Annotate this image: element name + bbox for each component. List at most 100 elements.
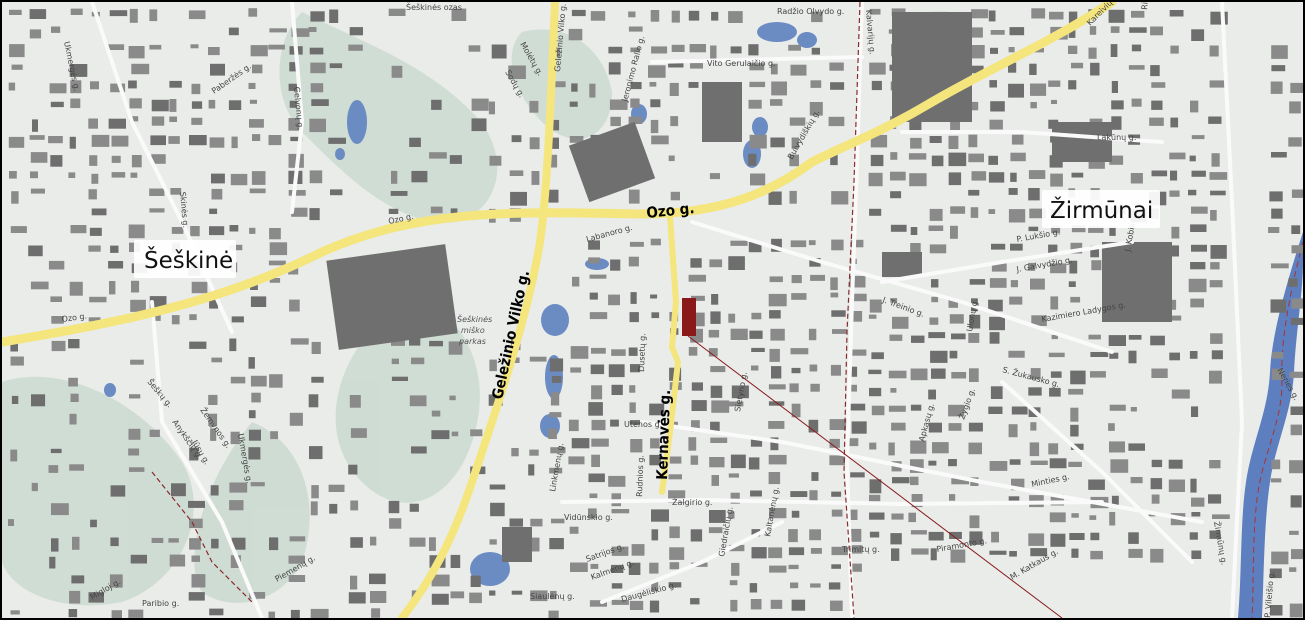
building [811, 472, 819, 481]
building [848, 438, 859, 447]
building [1090, 371, 1106, 378]
building [890, 191, 902, 199]
building [1291, 189, 1303, 198]
building [1169, 190, 1180, 197]
building [171, 227, 184, 234]
building [1272, 351, 1284, 359]
building [588, 473, 605, 483]
building [248, 357, 255, 369]
building [450, 591, 465, 599]
building [289, 100, 297, 108]
building [710, 45, 717, 60]
building [168, 538, 179, 543]
street-label: Utenos g. [624, 420, 662, 429]
building [429, 340, 443, 347]
building [311, 99, 329, 106]
building [109, 10, 128, 17]
building [869, 8, 881, 15]
building [550, 392, 560, 406]
building [889, 334, 903, 341]
building [470, 575, 481, 587]
building [109, 281, 116, 295]
building [1090, 550, 1103, 560]
building [768, 454, 787, 465]
building [769, 565, 787, 573]
building [1168, 299, 1177, 310]
building [850, 472, 865, 478]
building [768, 547, 783, 559]
building [88, 245, 101, 252]
building [268, 135, 282, 146]
building [250, 296, 267, 307]
street-label: Šeškinės ozas [406, 2, 462, 12]
building [749, 63, 765, 71]
building [888, 442, 895, 456]
building [809, 529, 821, 541]
highlighted-building[interactable] [682, 298, 696, 336]
building [890, 152, 898, 160]
building [932, 442, 949, 454]
building [51, 26, 61, 33]
building [869, 531, 880, 538]
building [948, 152, 967, 167]
building [591, 419, 606, 431]
building [748, 242, 762, 253]
callout-line [687, 335, 1063, 618]
building [810, 274, 825, 281]
building [570, 562, 588, 572]
building [289, 62, 298, 72]
building [528, 464, 535, 476]
building [11, 191, 19, 204]
building [51, 538, 59, 552]
building [589, 83, 596, 98]
buildings-layer [8, 8, 1303, 618]
building [229, 482, 248, 493]
building [1108, 335, 1126, 346]
building [1209, 80, 1227, 88]
building [969, 27, 983, 38]
building [411, 170, 428, 183]
building [911, 335, 925, 343]
building [151, 537, 164, 543]
building [668, 474, 682, 480]
building [570, 346, 589, 359]
building [1070, 424, 1079, 437]
building [208, 394, 218, 405]
building [988, 209, 996, 214]
building [309, 208, 320, 221]
street-label: Radžio Olvydo g. [777, 7, 844, 16]
building [809, 490, 818, 504]
building [710, 366, 726, 373]
building [871, 352, 884, 360]
building [629, 402, 636, 413]
building [888, 405, 906, 412]
building [589, 274, 607, 279]
building [711, 475, 719, 486]
building [590, 364, 605, 375]
building [728, 511, 735, 519]
railway-line [843, 2, 861, 618]
building [571, 83, 578, 92]
building [209, 137, 225, 148]
building [190, 44, 199, 49]
building [1111, 495, 1119, 508]
building [409, 395, 427, 407]
building [628, 11, 636, 18]
building [790, 64, 807, 76]
building [910, 243, 921, 255]
building [1209, 370, 1222, 384]
building [710, 385, 723, 398]
building [908, 512, 916, 523]
building [691, 382, 703, 391]
building [1109, 155, 1124, 165]
building [191, 83, 201, 95]
building [549, 119, 560, 131]
building [751, 312, 762, 320]
building [130, 172, 138, 178]
building [789, 383, 799, 393]
building [651, 582, 659, 592]
building [749, 134, 767, 149]
building [1050, 173, 1063, 187]
